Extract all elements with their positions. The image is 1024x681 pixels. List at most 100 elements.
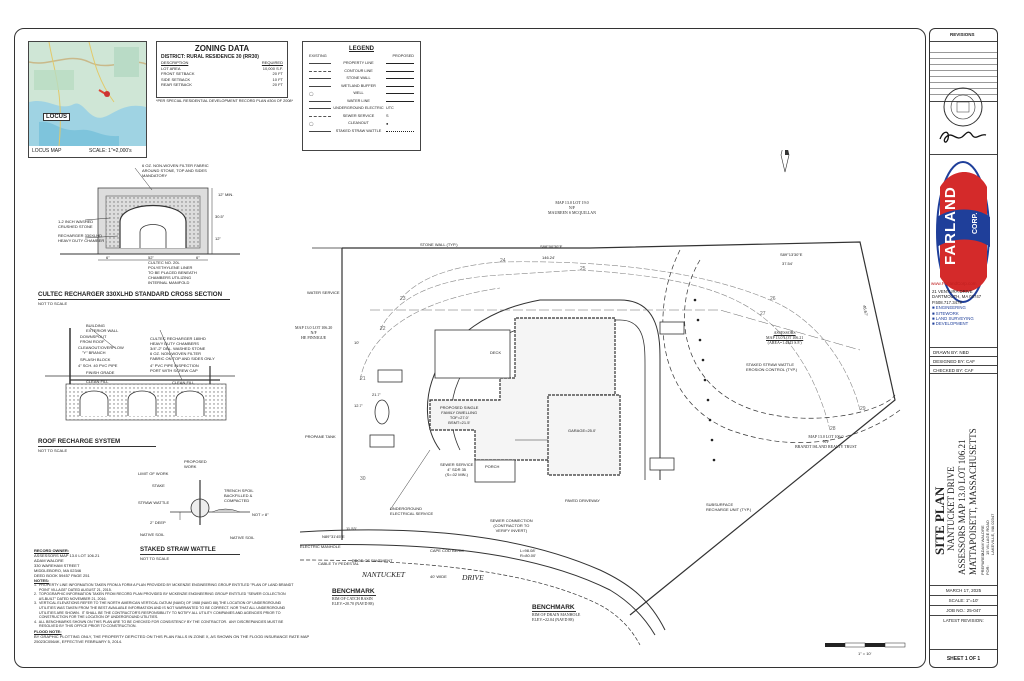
note-line: 2. TOPOGRAPHIC INFORMATION TAKEN FROM RE… [34, 592, 286, 597]
zoning-col-req: REQUIRED [261, 60, 283, 65]
contour-label: 21 [360, 376, 366, 382]
zoning-title: ZONING DATA [194, 44, 250, 53]
record-owner-line: 330 WAREHAM STREET [34, 563, 80, 568]
contour-label: 27 [760, 311, 766, 317]
legend-proposed-symbol [386, 63, 414, 65]
designed-by: DESIGNED BY: CAF [930, 356, 997, 365]
flood-line: 25023C0564K, EFFECTIVE FEBRUARY 5, 2014. [34, 638, 123, 644]
wattle-plan-line: EROSION CONTROL (TYP.) [746, 367, 798, 372]
legend-proposed-symbol [385, 100, 414, 102]
cultec-note: TO BE PLACED BENEATH [148, 270, 197, 275]
note-line: 1. PROPERTY LINE INFORMATION TAKEN FROM … [34, 583, 294, 587]
note-line: CONSTRUCTION FOR THE LOCATION OF UNDERGR… [34, 615, 159, 620]
record-owner: RECORD OWNER: ASSESSORS MAP 13.0 LOT 106… [34, 548, 309, 644]
wattle-note: TRENCH SPOIL [224, 488, 254, 493]
bearing-southwest: N89°31'45"E [322, 534, 345, 539]
cable-label: CABLE TV PEDESTAL [318, 561, 359, 566]
subject-lot-map: MAP 13.0 LOT 106.21 [766, 335, 804, 340]
cape-cod-berm-label: CAPE COD BERM [430, 548, 464, 553]
roof-note: 4" SCH. 40 PVC PIPE [78, 363, 118, 368]
sewer-line: 4" SDR 35 [447, 467, 467, 472]
cultec-note: HEAVY DUTY CHAMBER [58, 238, 105, 243]
zoning-row-desc: LOT AREA [161, 65, 181, 71]
electric-label: ELECTRIC MANHOLE [300, 544, 341, 549]
legend-label: PROPERTY LINE [343, 61, 374, 65]
legend-existing-symbol [309, 115, 331, 117]
west-owner-name: HE PINNIGUE [301, 335, 327, 340]
benchmark-1-line: RIM OF CATCH BASIN [332, 596, 373, 601]
wattle-note: NOT > 8" [252, 512, 269, 517]
wattle-note: STAKE [152, 483, 165, 488]
legend-item: PROPERTY LINE [303, 60, 420, 68]
service-item: SITEWORK [935, 310, 959, 316]
zoning-col-desc: DESCRIPTION [161, 60, 189, 65]
zoning-row-req: 10,000 S.F. [262, 65, 283, 71]
benchmark-2-title: BENCHMARK [532, 604, 576, 612]
contour-label: 22 [380, 326, 386, 332]
recharge-plan-label: SUBSURFACE RECHARGE UNIT (TYP.) [706, 502, 751, 512]
sewer-line: SEWER SERVICE [440, 462, 474, 467]
legend-existing-symbol [309, 85, 331, 87]
legend-item: ◯WELL [303, 90, 420, 98]
legend-existing: EXISTING [309, 54, 327, 58]
sewer-connection-label: SEWER CONNECTION (CONTRACTOR TO VERIFY I… [490, 518, 533, 533]
wattle-note: WORK [184, 464, 197, 469]
distance-north-1: 146.24' [542, 255, 555, 260]
bullet-icon: ■ [932, 316, 936, 322]
east-owner: MAP 13.0 LOT 106.0 N/F BRANDT ISLAND REA… [795, 434, 857, 449]
legend-proposed-symbol: S [386, 113, 389, 118]
north-owner-map: MAP 13.0 LOT 19.0 [555, 200, 589, 205]
paved-driveway-label: PAVED DRIVEWAY [565, 498, 600, 503]
legend-item: WATER LINE [303, 98, 420, 106]
roof-note: CLEANOUT/OVERFLOW [78, 345, 124, 350]
locus-label: LOCUS MAP [32, 148, 62, 154]
legend-existing-symbol [309, 108, 331, 110]
locus-map: LOCUS LOCUS MAP SCALE: 1"=2,000's [28, 41, 147, 158]
legend-proposed-symbol [386, 85, 414, 87]
legend-label: WATER LINE [347, 98, 370, 103]
straw-wattle-dots [693, 298, 716, 462]
wattle-plan-line: STAKED STRAW WATTLE [746, 362, 795, 367]
legend-proposed-symbol [386, 70, 414, 72]
west-owner: MAP 13.0 LOT 106.20 N/F HE PINNIGUE [295, 325, 332, 340]
row-width: 40' WIDE [430, 574, 447, 579]
sheet-title-block: SITE PLAN NANTUCKET DRIVE ASSESSORS MAP … [930, 375, 997, 583]
setback-21: 21.7' [372, 392, 381, 397]
job-number: JOB NO.: 25-047 [930, 605, 997, 615]
deck-label: DECK [490, 350, 502, 355]
east-owner-nf: N/F [822, 439, 830, 444]
ug-electric-label: UNDERGROUND ELECTRICAL SERVICE [390, 506, 433, 516]
legend-existing-symbol [309, 63, 331, 65]
roof-note: CLEAN FILL [86, 379, 109, 384]
note-line: 4. ALL BENCHMARKS SHOWN ON THIS PLAN ARE… [34, 619, 284, 624]
zoning-row-desc: REAR SETBACK [161, 82, 192, 87]
setback-12: 12.7' [354, 403, 363, 408]
scale-bar [825, 642, 906, 648]
bullet-icon: ■ [932, 310, 936, 316]
legend-existing-symbol [309, 130, 331, 132]
project-line: NANTUCKET DRIVE [946, 466, 956, 551]
west-owner-map: MAP 13.0 LOT 106.20 [295, 325, 333, 330]
legend-item: ◯CLEANOUT● [303, 120, 420, 128]
roof-note: CLEAN FILL [172, 380, 195, 385]
address-line: DARTMOUTH, MA 02747 [932, 294, 982, 300]
brand-address: 21 VENTURA DRIVE DARTMOUTH, MA 02747 P.5… [932, 289, 981, 327]
roof-note: FINISH GRADE [86, 370, 115, 375]
contour-label: 25 [580, 266, 586, 272]
wattle-note: BACKFILLED & [224, 493, 253, 498]
wattle-note: NATIVE SOIL [230, 535, 255, 540]
street-name: NANTUCKET [362, 570, 405, 579]
record-owner-line: ASSESSORS MAP 13.0 LOT 106.21 [34, 553, 100, 558]
curve-length: L=98.08' [520, 548, 536, 553]
flood-title: FLOOD NOTE: [34, 628, 62, 634]
cultec-note: 1-2 INCH WASHED [58, 219, 94, 224]
bullet-icon: ■ [932, 321, 936, 327]
propane-label: PROPANE TANK [305, 434, 336, 439]
sheet-number: SHEET 1 OF 1 [930, 649, 997, 667]
sewer-connection-line: (CONTRACTOR TO [493, 523, 530, 528]
note-line: AS-BUILT" DATED NOVEMBER 21, 2016. [34, 596, 107, 601]
roof-note: SPLASH BLOCK [80, 357, 111, 362]
project-line: ASSESSORS MAP 13.0 LOT 106.21 [957, 439, 967, 575]
